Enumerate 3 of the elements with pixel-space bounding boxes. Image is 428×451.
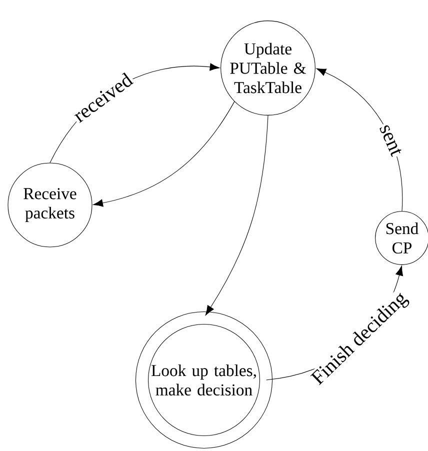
arrow xyxy=(93,101,235,207)
arrow xyxy=(205,115,268,316)
edge-label: sent xyxy=(380,125,402,157)
